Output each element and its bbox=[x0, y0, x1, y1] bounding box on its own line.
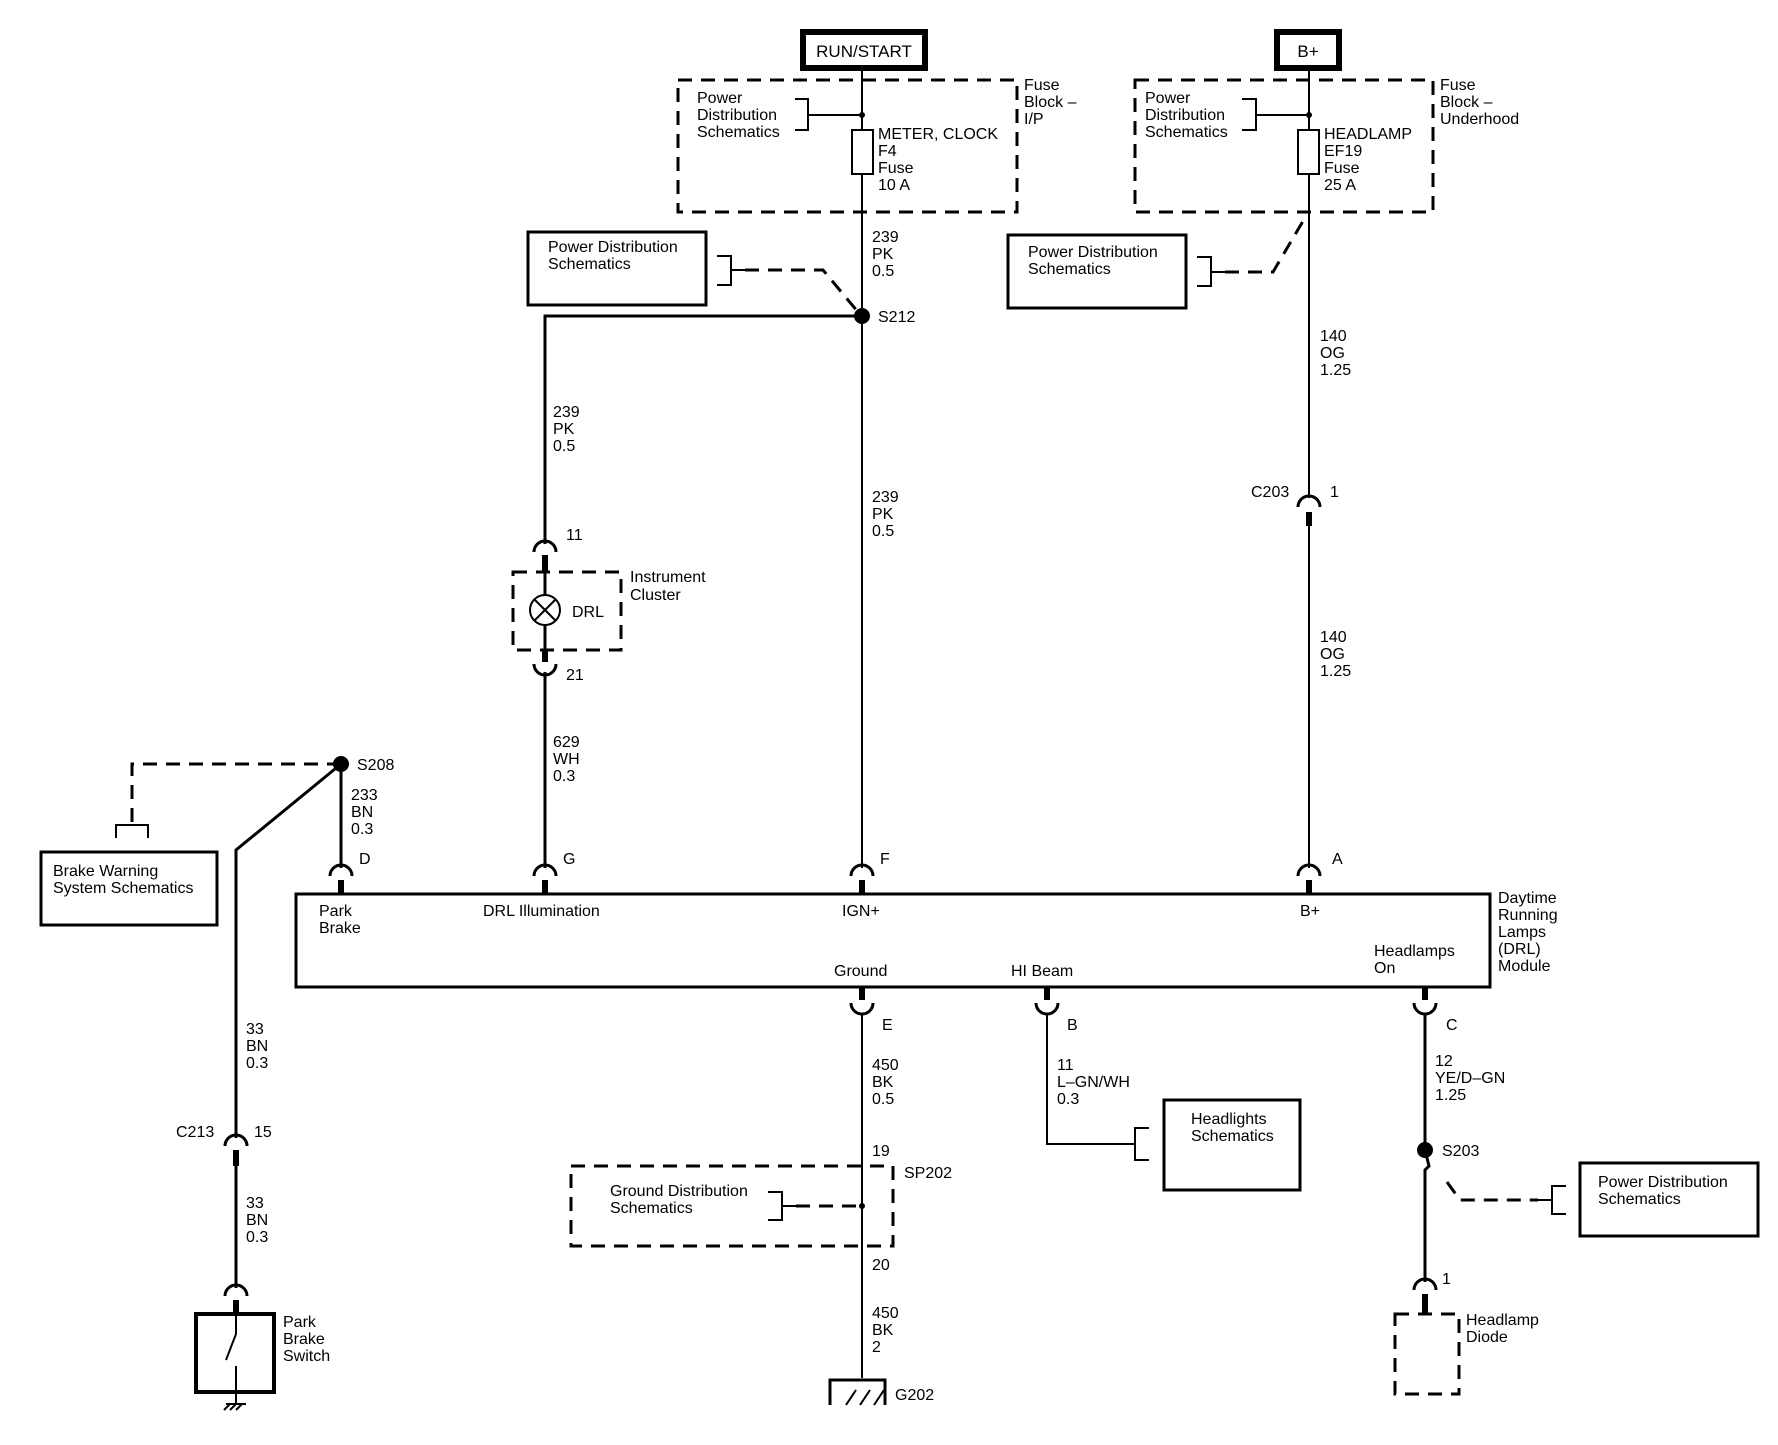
wire-450-top: 450 BK 0.5 bbox=[872, 1057, 903, 1108]
fuse-block-underhood-label: Fuse Block – Underhood bbox=[1440, 77, 1519, 128]
connector-c203: C203 1 bbox=[1251, 484, 1339, 526]
wire-140-top: 140 OG 1.25 bbox=[1320, 328, 1351, 379]
wire-239-mid: 239 PK 0.5 bbox=[872, 489, 903, 540]
module-label: Daytime Running Lamps (DRL) Module bbox=[1498, 890, 1562, 975]
module-input-headlamps-on: Headlamps On bbox=[1374, 943, 1459, 977]
ground-icon bbox=[223, 1403, 246, 1411]
module-pin-b-label: B bbox=[1067, 1017, 1078, 1034]
ref-headlights: Headlights Schematics bbox=[1134, 1098, 1302, 1192]
switch-icon bbox=[225, 1314, 237, 1404]
ref-power-distribution-mid-label: Power Distribution Schematics bbox=[1028, 244, 1162, 278]
module-input-hi-beam: HI Beam bbox=[1011, 963, 1073, 980]
run-start-label: RUN/START bbox=[816, 42, 912, 61]
headlamp-diode-pin: 1 bbox=[1442, 1271, 1451, 1288]
module-pin-d bbox=[328, 863, 354, 877]
ref-brake-warning-label: Brake Warning System Schematics bbox=[53, 863, 193, 897]
splice-s212-label: S212 bbox=[878, 309, 915, 326]
fuse-block-underhood: Fuse Block – Underhood Power Distributio… bbox=[1133, 77, 1519, 214]
module-pin-g-label: G bbox=[563, 851, 575, 868]
module-pin-e bbox=[849, 1002, 875, 1016]
fuse-f4-icon bbox=[851, 129, 874, 175]
ref-power-distribution-right-label: Power Distribution Schematics bbox=[1598, 1174, 1732, 1208]
module-pin-a-label: A bbox=[1332, 851, 1343, 868]
module-input-drl-illumination: DRL Illumination bbox=[483, 903, 600, 920]
module-input-b-plus: B+ bbox=[1300, 903, 1320, 920]
splice-s208-label: S208 bbox=[357, 757, 394, 774]
instrument-cluster-pin-bot: 21 bbox=[566, 667, 584, 684]
connector-c213: C213 15 bbox=[176, 1124, 272, 1166]
connector-c213-label: C213 bbox=[176, 1124, 214, 1141]
park-brake-switch-label: Park Brake Switch bbox=[283, 1314, 330, 1365]
module-input-ign: IGN+ bbox=[842, 903, 880, 920]
connector-c203-label: C203 bbox=[1251, 484, 1289, 501]
chassis-ground-icon bbox=[845, 1389, 885, 1406]
drl-module: D G F A Park Brake DRL Illumination IGN+… bbox=[294, 851, 1562, 1034]
wire-33-top: 33 BN 0.3 bbox=[246, 1021, 273, 1072]
wire-11: 11 L–GN/WH 0.3 bbox=[1057, 1057, 1134, 1108]
module-pin-c bbox=[1412, 1002, 1438, 1016]
connector-c203-pin: 1 bbox=[1330, 484, 1339, 501]
fuse-ef19-icon bbox=[1297, 129, 1320, 175]
splice-s212 bbox=[854, 308, 870, 324]
fuse-block-ip: Fuse Block – I/P Power Distribution Sche… bbox=[676, 77, 1081, 214]
wire-450-bot: 450 BK 2 bbox=[872, 1305, 903, 1356]
module-pin-g bbox=[532, 863, 558, 877]
wire-239-left: 239 PK 0.5 bbox=[553, 404, 584, 455]
ref-power-distribution-right: Power Distribution Schematics bbox=[1445, 1161, 1760, 1238]
ground-g202-label: G202 bbox=[895, 1387, 934, 1404]
ref-power-distribution-left: Power Distribution Schematics bbox=[526, 230, 860, 313]
fuse-block-ip-label: Fuse Block – I/P bbox=[1024, 77, 1081, 128]
fuse-block-underhood-ref: Power Distribution Schematics bbox=[1145, 90, 1229, 141]
wire-140-bot: 140 OG 1.25 bbox=[1320, 629, 1351, 680]
b-plus-label: B+ bbox=[1297, 42, 1318, 61]
wire-12: 12 YE/D–GN 1.25 bbox=[1435, 1053, 1510, 1104]
module-pin-c-label: C bbox=[1446, 1017, 1458, 1034]
instrument-cluster-pin-top: 11 bbox=[566, 527, 583, 544]
ref-ground-distribution-label: Ground Distribution Schematics bbox=[610, 1183, 752, 1217]
wire-233: 233 BN 0.3 bbox=[351, 787, 382, 838]
fuse-f4-label: METER, CLOCK F4 Fuse 10 A bbox=[878, 126, 1002, 194]
splice-s203-label: S203 bbox=[1442, 1143, 1479, 1160]
ref-brake-warning: Brake Warning System Schematics bbox=[39, 824, 219, 927]
module-pin-a bbox=[1296, 863, 1322, 877]
module-pin-f bbox=[849, 863, 875, 877]
headlamp-diode: 1 Headlamp Diode bbox=[1393, 1271, 1543, 1396]
wire-33-bot: 33 BN 0.3 bbox=[246, 1195, 273, 1246]
drl-lamp-label: DRL bbox=[572, 604, 604, 621]
splice-sp202-label: SP202 bbox=[904, 1165, 952, 1182]
module-pin-e-label: E bbox=[882, 1017, 893, 1034]
instrument-cluster: 11 DRL Instrument Cluster 21 bbox=[511, 527, 710, 684]
park-brake-switch: Park Brake Switch bbox=[194, 1283, 330, 1411]
wire-239-top: 239 PK 0.5 bbox=[872, 229, 903, 280]
b-plus-source: B+ bbox=[1274, 29, 1342, 71]
ref-headlights-label: Headlights Schematics bbox=[1191, 1111, 1274, 1145]
sp202-pin-top: 19 bbox=[872, 1143, 890, 1160]
module-input-park-brake: Park Brake bbox=[319, 903, 361, 937]
module-pin-b bbox=[1034, 1002, 1060, 1016]
sp202-pin-bot: 20 bbox=[872, 1257, 890, 1274]
module-pin-f-label: F bbox=[880, 851, 890, 868]
ref-power-distribution-left-label: Power Distribution Schematics bbox=[548, 239, 682, 273]
ground-distribution-block: Ground Distribution Schematics bbox=[569, 1164, 895, 1248]
ground-g202: G202 bbox=[828, 1378, 934, 1406]
instrument-cluster-label: Instrument Cluster bbox=[630, 569, 710, 604]
fuse-block-ip-ref: Power Distribution Schematics bbox=[697, 90, 781, 141]
fuse-ef19-label: HEADLAMP EF19 Fuse 25 A bbox=[1324, 126, 1416, 194]
wire-629: 629 WH 0.3 bbox=[553, 734, 584, 785]
run-start-source: RUN/START bbox=[800, 29, 928, 71]
ref-power-distribution-mid: Power Distribution Schematics bbox=[1006, 215, 1308, 310]
module-input-ground: Ground bbox=[834, 963, 887, 980]
headlamp-diode-label: Headlamp Diode bbox=[1466, 1312, 1543, 1346]
connector-c213-pin: 15 bbox=[254, 1124, 272, 1141]
module-pin-d-label: D bbox=[359, 851, 371, 868]
